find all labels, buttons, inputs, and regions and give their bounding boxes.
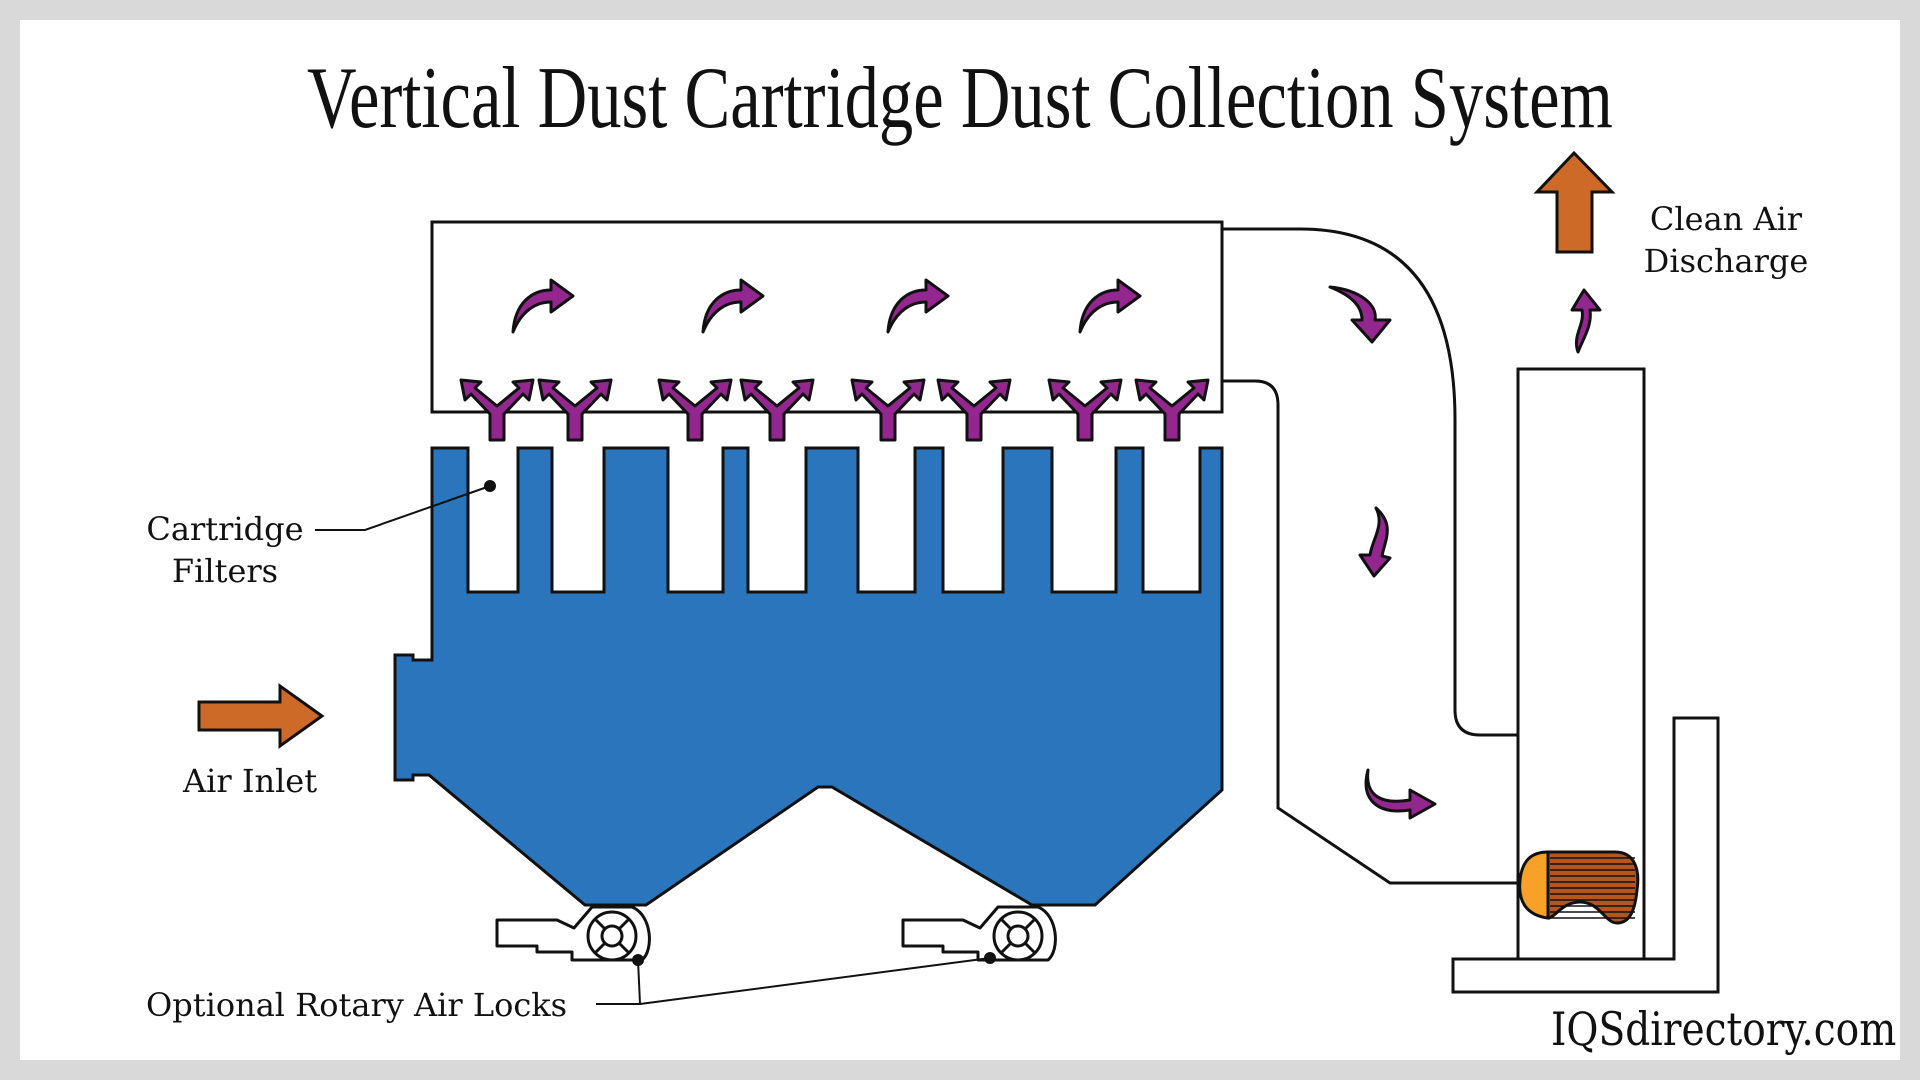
clean-air-discharge-arrow bbox=[1533, 150, 1616, 254]
cartridge-leader-dot bbox=[484, 480, 496, 492]
airlock-leader-line bbox=[596, 957, 991, 1005]
clean-air-discharge-label: Clean Air Discharge bbox=[1638, 198, 1814, 282]
collector-housing bbox=[393, 446, 1224, 907]
cartridge-filters-label-line2: Filters bbox=[171, 552, 279, 590]
diagram-title: Vertical Dust Cartridge Dust Collection … bbox=[307, 50, 1613, 147]
outer-duct bbox=[1222, 227, 1518, 737]
clean-air-label-line2: Discharge bbox=[1643, 242, 1809, 280]
duct-flow-arrow-3 bbox=[1364, 768, 1437, 820]
cartridge-filters-label-line1: Cartridge bbox=[146, 510, 304, 548]
duct-flow-arrow-2 bbox=[1358, 506, 1392, 578]
air-inlet-arrow bbox=[197, 683, 325, 749]
inner-duct bbox=[1222, 379, 1518, 885]
cartridge-filters-label: Cartridge Filters bbox=[146, 508, 304, 592]
airlock-leader-dot-2 bbox=[984, 952, 996, 964]
rotary-air-lock-1 bbox=[495, 905, 651, 962]
airlock-leader-dot-1 bbox=[632, 954, 644, 966]
watermark: IQSdirectory.com bbox=[1550, 1002, 1896, 1056]
rotary-air-lock-2 bbox=[901, 905, 1057, 962]
blower-fan bbox=[1518, 850, 1640, 925]
clean-air-label-line1: Clean Air bbox=[1649, 200, 1803, 238]
stack-flow-arrow bbox=[1570, 288, 1602, 354]
duct-flow-arrow-1 bbox=[1328, 285, 1392, 344]
cartridge-leader-line bbox=[315, 485, 491, 531]
fan-base bbox=[1451, 716, 1720, 994]
rotary-air-locks-label: Optional Rotary Air Locks bbox=[146, 986, 568, 1024]
air-inlet-label: Air Inlet bbox=[183, 762, 318, 800]
